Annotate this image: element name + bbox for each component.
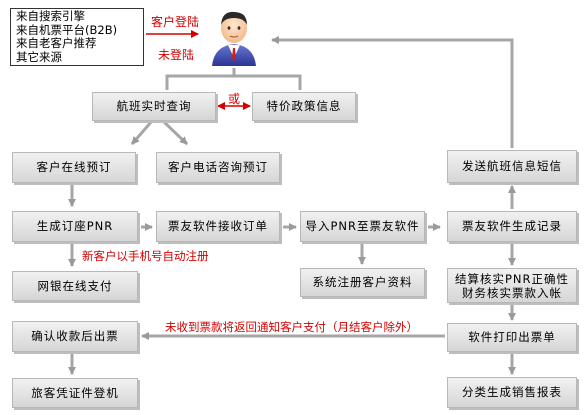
node-confirm-issue: 确认收款后出票 <box>12 321 138 352</box>
arrow-query-to-online <box>130 120 154 145</box>
customer-avatar-icon <box>212 11 256 66</box>
node-register-customer: 系统注册客户资料 <box>300 268 425 297</box>
node-special-policy: 特价政策信息 <box>252 92 356 121</box>
customer-login-label: 客户登陆 <box>151 15 200 29</box>
node-sales-report: 分类生成销售报表 <box>447 377 577 408</box>
not-logged-in-label: 未登陆 <box>158 48 195 62</box>
source-item: 其它来源 <box>16 49 62 64</box>
arrow-customer-to-policy <box>234 74 302 90</box>
or-label: 或 <box>228 92 241 106</box>
node-print-ticket: 软件打印出票单 <box>447 323 577 352</box>
node-online-booking: 客户在线预订 <box>12 152 136 183</box>
node-passenger-checkin: 旅客凭证件登机 <box>12 378 138 408</box>
source-item: 来自老客户推荐 <box>16 36 97 50</box>
traffic-sources: 来自搜索引擎 来自机票平台(B2B) 来自老客户推荐 其它来源 <box>10 8 144 66</box>
node-import-pnr: 导入PNR至票友软件 <box>300 211 425 242</box>
node-generate-record: 票友软件生成记录 <box>447 211 577 242</box>
node-verify-line1: 结算核实PNR正确性 <box>454 271 570 286</box>
node-online-payment: 网银在线支付 <box>12 271 138 301</box>
arrow-customer-to-query <box>165 68 236 90</box>
unpaid-note: 未收到票款将返回通知客户支付（月结客户除外） <box>165 320 418 334</box>
arrow-query-to-phone <box>161 119 189 146</box>
node-phone-booking: 客户电话咨询预订 <box>156 152 280 183</box>
source-item: 来自机票平台(B2B) <box>16 22 118 37</box>
node-verify: 结算核实PNR正确性 财务核实票款入帐 <box>447 268 577 303</box>
node-receive-order: 票友软件接收订单 <box>156 211 280 242</box>
node-send-sms: 发送航班信息短信 <box>447 150 577 183</box>
new-customer-note: 新客户以手机号自动注册 <box>82 249 209 263</box>
node-flight-query: 航班实时查询 <box>92 92 216 121</box>
node-generate-pnr: 生成订座PNR <box>12 211 138 242</box>
arrow-sms-to-customer <box>271 36 514 148</box>
node-verify-line2: 财务核实票款入帐 <box>462 285 562 300</box>
source-item: 来自搜索引擎 <box>16 9 85 23</box>
